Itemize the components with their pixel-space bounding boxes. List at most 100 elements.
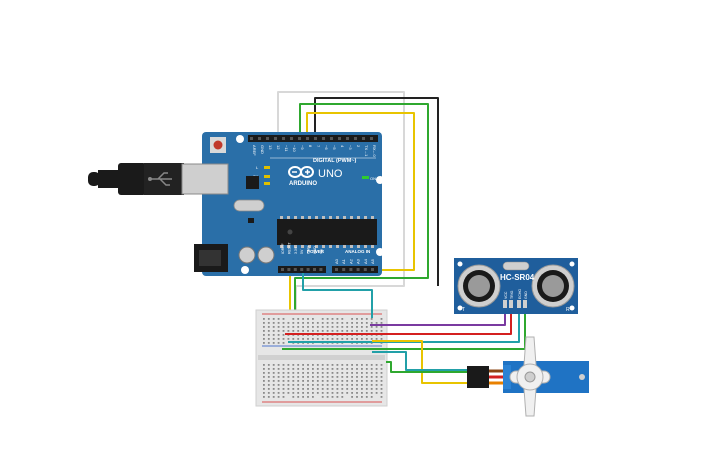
breadboard-hole[interactable]: [375, 388, 378, 390]
breadboard-hole[interactable]: [341, 392, 344, 394]
breadboard-hole[interactable]: [321, 322, 324, 324]
breadboard-hole[interactable]: [346, 364, 349, 366]
breadboard-hole[interactable]: [321, 368, 324, 370]
breadboard-hole[interactable]: [336, 368, 339, 370]
breadboard-hole[interactable]: [356, 318, 358, 320]
breadboard-hole[interactable]: [356, 368, 358, 370]
breadboard-hole[interactable]: [326, 392, 329, 394]
breadboard-hole[interactable]: [307, 388, 309, 390]
breadboard-hole[interactable]: [292, 372, 295, 374]
breadboard-hole[interactable]: [287, 330, 290, 332]
breadboard-hole[interactable]: [370, 380, 373, 382]
breadboard-hole[interactable]: [341, 384, 344, 386]
breadboard-hole[interactable]: [321, 364, 324, 366]
breadboard-hole[interactable]: [297, 376, 300, 378]
digital-pin-hole[interactable]: [282, 137, 285, 140]
breadboard-hole[interactable]: [282, 384, 285, 386]
breadboard-hole[interactable]: [312, 376, 314, 378]
breadboard-hole[interactable]: [365, 364, 368, 366]
breadboard-hole[interactable]: [380, 318, 383, 320]
breadboard-hole[interactable]: [277, 392, 280, 394]
breadboard-hole[interactable]: [351, 388, 353, 390]
breadboard-hole[interactable]: [307, 372, 309, 374]
breadboard-hole[interactable]: [326, 376, 329, 378]
analog-pin-hole[interactable]: [356, 268, 360, 271]
breadboard-hole[interactable]: [316, 322, 319, 324]
power-pin-hole[interactable]: [293, 268, 297, 271]
breadboard-hole[interactable]: [351, 396, 353, 398]
breadboard-hole[interactable]: [297, 326, 300, 328]
breadboard-hole[interactable]: [331, 326, 334, 328]
breadboard-hole[interactable]: [267, 342, 270, 344]
breadboard-hole[interactable]: [316, 326, 319, 328]
breadboard-hole[interactable]: [263, 392, 265, 394]
breadboard-hole[interactable]: [361, 330, 363, 332]
breadboard-hole[interactable]: [316, 364, 319, 366]
breadboard-hole[interactable]: [282, 326, 285, 328]
breadboard-hole[interactable]: [282, 334, 285, 336]
breadboard-hole[interactable]: [263, 396, 265, 398]
breadboard-hole[interactable]: [292, 396, 295, 398]
breadboard-hole[interactable]: [263, 318, 265, 320]
breadboard-hole[interactable]: [361, 368, 363, 370]
breadboard-hole[interactable]: [341, 376, 344, 378]
breadboard-hole[interactable]: [282, 330, 285, 332]
breadboard-hole[interactable]: [302, 392, 304, 394]
breadboard-hole[interactable]: [361, 338, 363, 340]
digital-pin-hole[interactable]: [298, 137, 301, 140]
breadboard-hole[interactable]: [356, 392, 358, 394]
digital-pin-hole[interactable]: [362, 137, 365, 140]
breadboard-hole[interactable]: [316, 376, 319, 378]
breadboard-hole[interactable]: [263, 334, 265, 336]
breadboard-hole[interactable]: [263, 322, 265, 324]
breadboard-hole[interactable]: [380, 396, 383, 398]
breadboard-hole[interactable]: [370, 388, 373, 390]
breadboard-hole[interactable]: [370, 392, 373, 394]
breadboard-hole[interactable]: [316, 368, 319, 370]
breadboard-hole[interactable]: [365, 384, 368, 386]
breadboard-hole[interactable]: [302, 368, 304, 370]
analog-pin-hole[interactable]: [371, 268, 374, 271]
breadboard-hole[interactable]: [370, 368, 373, 370]
breadboard-hole[interactable]: [297, 364, 300, 366]
digital-pin-hole[interactable]: [338, 137, 341, 140]
breadboard-hole[interactable]: [365, 368, 368, 370]
digital-pin-hole[interactable]: [274, 137, 277, 140]
digital-pin-hole[interactable]: [330, 137, 333, 140]
breadboard-hole[interactable]: [307, 326, 309, 328]
breadboard-hole[interactable]: [292, 326, 295, 328]
breadboard-hole[interactable]: [272, 396, 275, 398]
breadboard-hole[interactable]: [375, 330, 378, 332]
breadboard-hole[interactable]: [267, 338, 270, 340]
breadboard-hole[interactable]: [312, 318, 314, 320]
digital-pin-hole[interactable]: [250, 137, 253, 140]
breadboard-hole[interactable]: [380, 388, 383, 390]
breadboard-hole[interactable]: [292, 388, 295, 390]
breadboard-hole[interactable]: [351, 372, 353, 374]
breadboard-hole[interactable]: [326, 330, 329, 332]
breadboard-hole[interactable]: [356, 388, 358, 390]
breadboard-hole[interactable]: [272, 372, 275, 374]
breadboard-hole[interactable]: [346, 368, 349, 370]
breadboard-hole[interactable]: [346, 322, 349, 324]
breadboard-hole[interactable]: [336, 330, 339, 332]
breadboard-hole[interactable]: [341, 326, 344, 328]
breadboard-hole[interactable]: [321, 338, 324, 340]
breadboard-hole[interactable]: [321, 380, 324, 382]
breadboard-hole[interactable]: [326, 396, 329, 398]
breadboard-hole[interactable]: [356, 338, 358, 340]
breadboard-hole[interactable]: [375, 368, 378, 370]
breadboard-hole[interactable]: [321, 388, 324, 390]
breadboard-hole[interactable]: [282, 380, 285, 382]
breadboard-hole[interactable]: [380, 372, 383, 374]
digital-pin-hole[interactable]: [290, 137, 293, 140]
breadboard-hole[interactable]: [321, 318, 324, 320]
breadboard-hole[interactable]: [351, 368, 353, 370]
breadboard-hole[interactable]: [267, 322, 270, 324]
breadboard-hole[interactable]: [282, 392, 285, 394]
breadboard-hole[interactable]: [302, 372, 304, 374]
breadboard-hole[interactable]: [331, 330, 334, 332]
breadboard-hole[interactable]: [370, 376, 373, 378]
breadboard-hole[interactable]: [277, 372, 280, 374]
breadboard-hole[interactable]: [370, 396, 373, 398]
